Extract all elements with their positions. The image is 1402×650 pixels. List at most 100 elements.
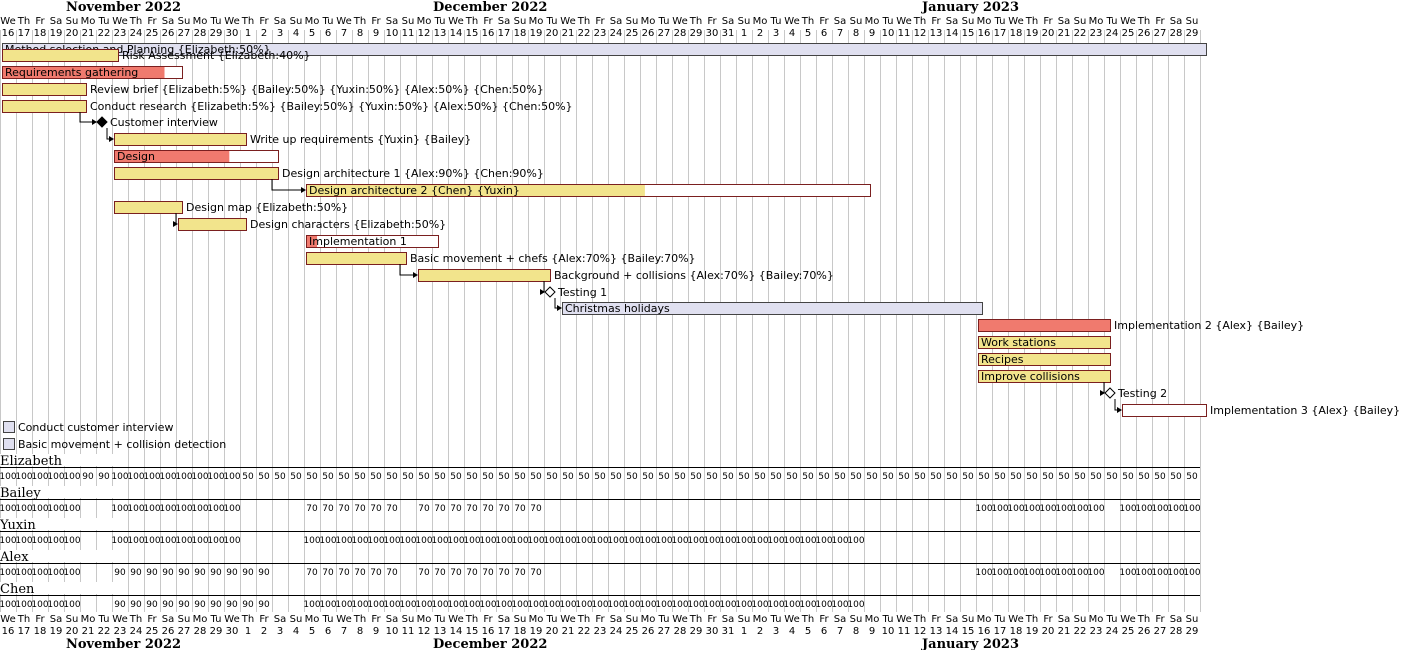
day-name: Mo — [81, 614, 96, 625]
day-name: We — [784, 614, 799, 625]
task-progress — [307, 185, 645, 196]
resource-load-value: 100 — [655, 536, 672, 546]
resource-load-value: 50 — [706, 472, 718, 482]
resource-load-value: 100 — [47, 600, 64, 610]
resource-load-value: 100 — [63, 536, 80, 546]
resource-load-value: 50 — [882, 472, 894, 482]
day-number: 27 — [1154, 626, 1167, 637]
resource-load-value: 100 — [15, 536, 32, 546]
resource-load-value: 90 — [114, 568, 126, 578]
dependency-arrowhead — [413, 272, 418, 278]
milestone-diamond — [96, 116, 108, 128]
dependency-arrowhead — [540, 289, 545, 295]
day-name: We — [336, 614, 351, 625]
day-number: 27 — [658, 626, 671, 637]
dependency-arrow — [79, 112, 97, 125]
resource-load-value: 70 — [434, 568, 446, 578]
day-number: 9 — [869, 28, 875, 39]
resource-load-value: 50 — [866, 472, 878, 482]
resource-load-value: 100 — [591, 600, 608, 610]
resource-load-value: 50 — [1074, 472, 1086, 482]
day-name: We — [224, 16, 239, 27]
day-number: 22 — [1074, 28, 1087, 39]
day-name: We — [560, 614, 575, 625]
day-number: 2 — [757, 28, 763, 39]
day-name: Mo — [305, 16, 320, 27]
task-label: Basic movement + chefs {Alex:70%} {Baile… — [410, 252, 696, 265]
resource-load-value: 50 — [738, 472, 750, 482]
day-name: Tu — [322, 614, 334, 625]
task-progress — [115, 151, 230, 162]
day-number: 22 — [98, 626, 111, 637]
resource-load-value: 50 — [466, 472, 478, 482]
resource-name: Elizabeth — [0, 454, 63, 469]
resource-load-value: 100 — [1087, 568, 1104, 578]
day-name: Mo — [641, 614, 656, 625]
resource-load-value: 100 — [463, 536, 480, 546]
resource-load-value: 100 — [159, 504, 176, 514]
resource-load-value: 100 — [799, 600, 816, 610]
resource-load-value: 100 — [191, 504, 208, 514]
day-name: Tu — [98, 614, 110, 625]
day-name: We — [896, 614, 911, 625]
resource-load-value: 100 — [111, 472, 128, 482]
resource-load-value: 50 — [258, 472, 270, 482]
resource-load-value: 100 — [15, 568, 32, 578]
resource-load-value: 100 — [319, 536, 336, 546]
resource-load-value: 100 — [111, 504, 128, 514]
day-name: Th — [913, 16, 926, 27]
resource-load-value: 50 — [1042, 472, 1054, 482]
resource-load-value: 100 — [431, 600, 448, 610]
day-name: Tu — [210, 16, 222, 27]
day-name: Sa — [946, 16, 958, 27]
resource-load-value: 100 — [335, 536, 352, 546]
day-number: 1 — [741, 626, 747, 637]
day-name: Mo — [641, 16, 656, 27]
day-number: 29 — [210, 28, 223, 39]
resource-load-value: 90 — [242, 600, 254, 610]
resource-load-value: 100 — [991, 568, 1008, 578]
day-name: Tu — [1106, 16, 1118, 27]
resource-load-value: 70 — [466, 504, 478, 514]
resource-load-value: 100 — [367, 536, 384, 546]
day-name: We — [1120, 614, 1135, 625]
resource-load-value: 90 — [146, 600, 158, 610]
task-reqs: Requirements gathering — [2, 66, 183, 79]
day-number: 7 — [341, 626, 347, 637]
resource-load-value: 100 — [415, 536, 432, 546]
day-name: Sa — [162, 16, 174, 27]
resource-load-value: 90 — [114, 600, 126, 610]
day-name: Sa — [274, 16, 286, 27]
resource-load-value: 100 — [191, 536, 208, 546]
resource-load-value: 100 — [15, 600, 32, 610]
day-name: Th — [913, 614, 926, 625]
day-name: Su — [738, 16, 751, 27]
task-bar — [306, 252, 407, 265]
resource-load-value: 100 — [527, 536, 544, 546]
resource-load-value: 100 — [799, 536, 816, 546]
resource-load-value: 50 — [450, 472, 462, 482]
task-bar — [978, 336, 1111, 349]
day-number: 11 — [898, 28, 911, 39]
dependency-arrow — [1100, 382, 1105, 396]
resource-load-value: 100 — [543, 536, 560, 546]
day-name: Su — [514, 16, 527, 27]
task-label: Recipes — [981, 353, 1024, 366]
day-number: 10 — [882, 28, 895, 39]
resource-load-value: 70 — [514, 504, 526, 514]
day-name: We — [0, 614, 15, 625]
day-name: Tu — [770, 614, 782, 625]
day-name: We — [336, 16, 351, 27]
resource-name: Yuxin — [0, 518, 36, 533]
day-number: 16 — [2, 626, 15, 637]
resource-load-value: 100 — [31, 600, 48, 610]
resource-load-value: 90 — [194, 600, 206, 610]
day-number: 9 — [373, 28, 379, 39]
resource-load-value: 100 — [847, 536, 864, 546]
resource-name-bg — [0, 486, 120, 498]
resource-load-value: 50 — [562, 472, 574, 482]
resource-load-value: 50 — [354, 472, 366, 482]
day-number: 13 — [434, 626, 447, 637]
